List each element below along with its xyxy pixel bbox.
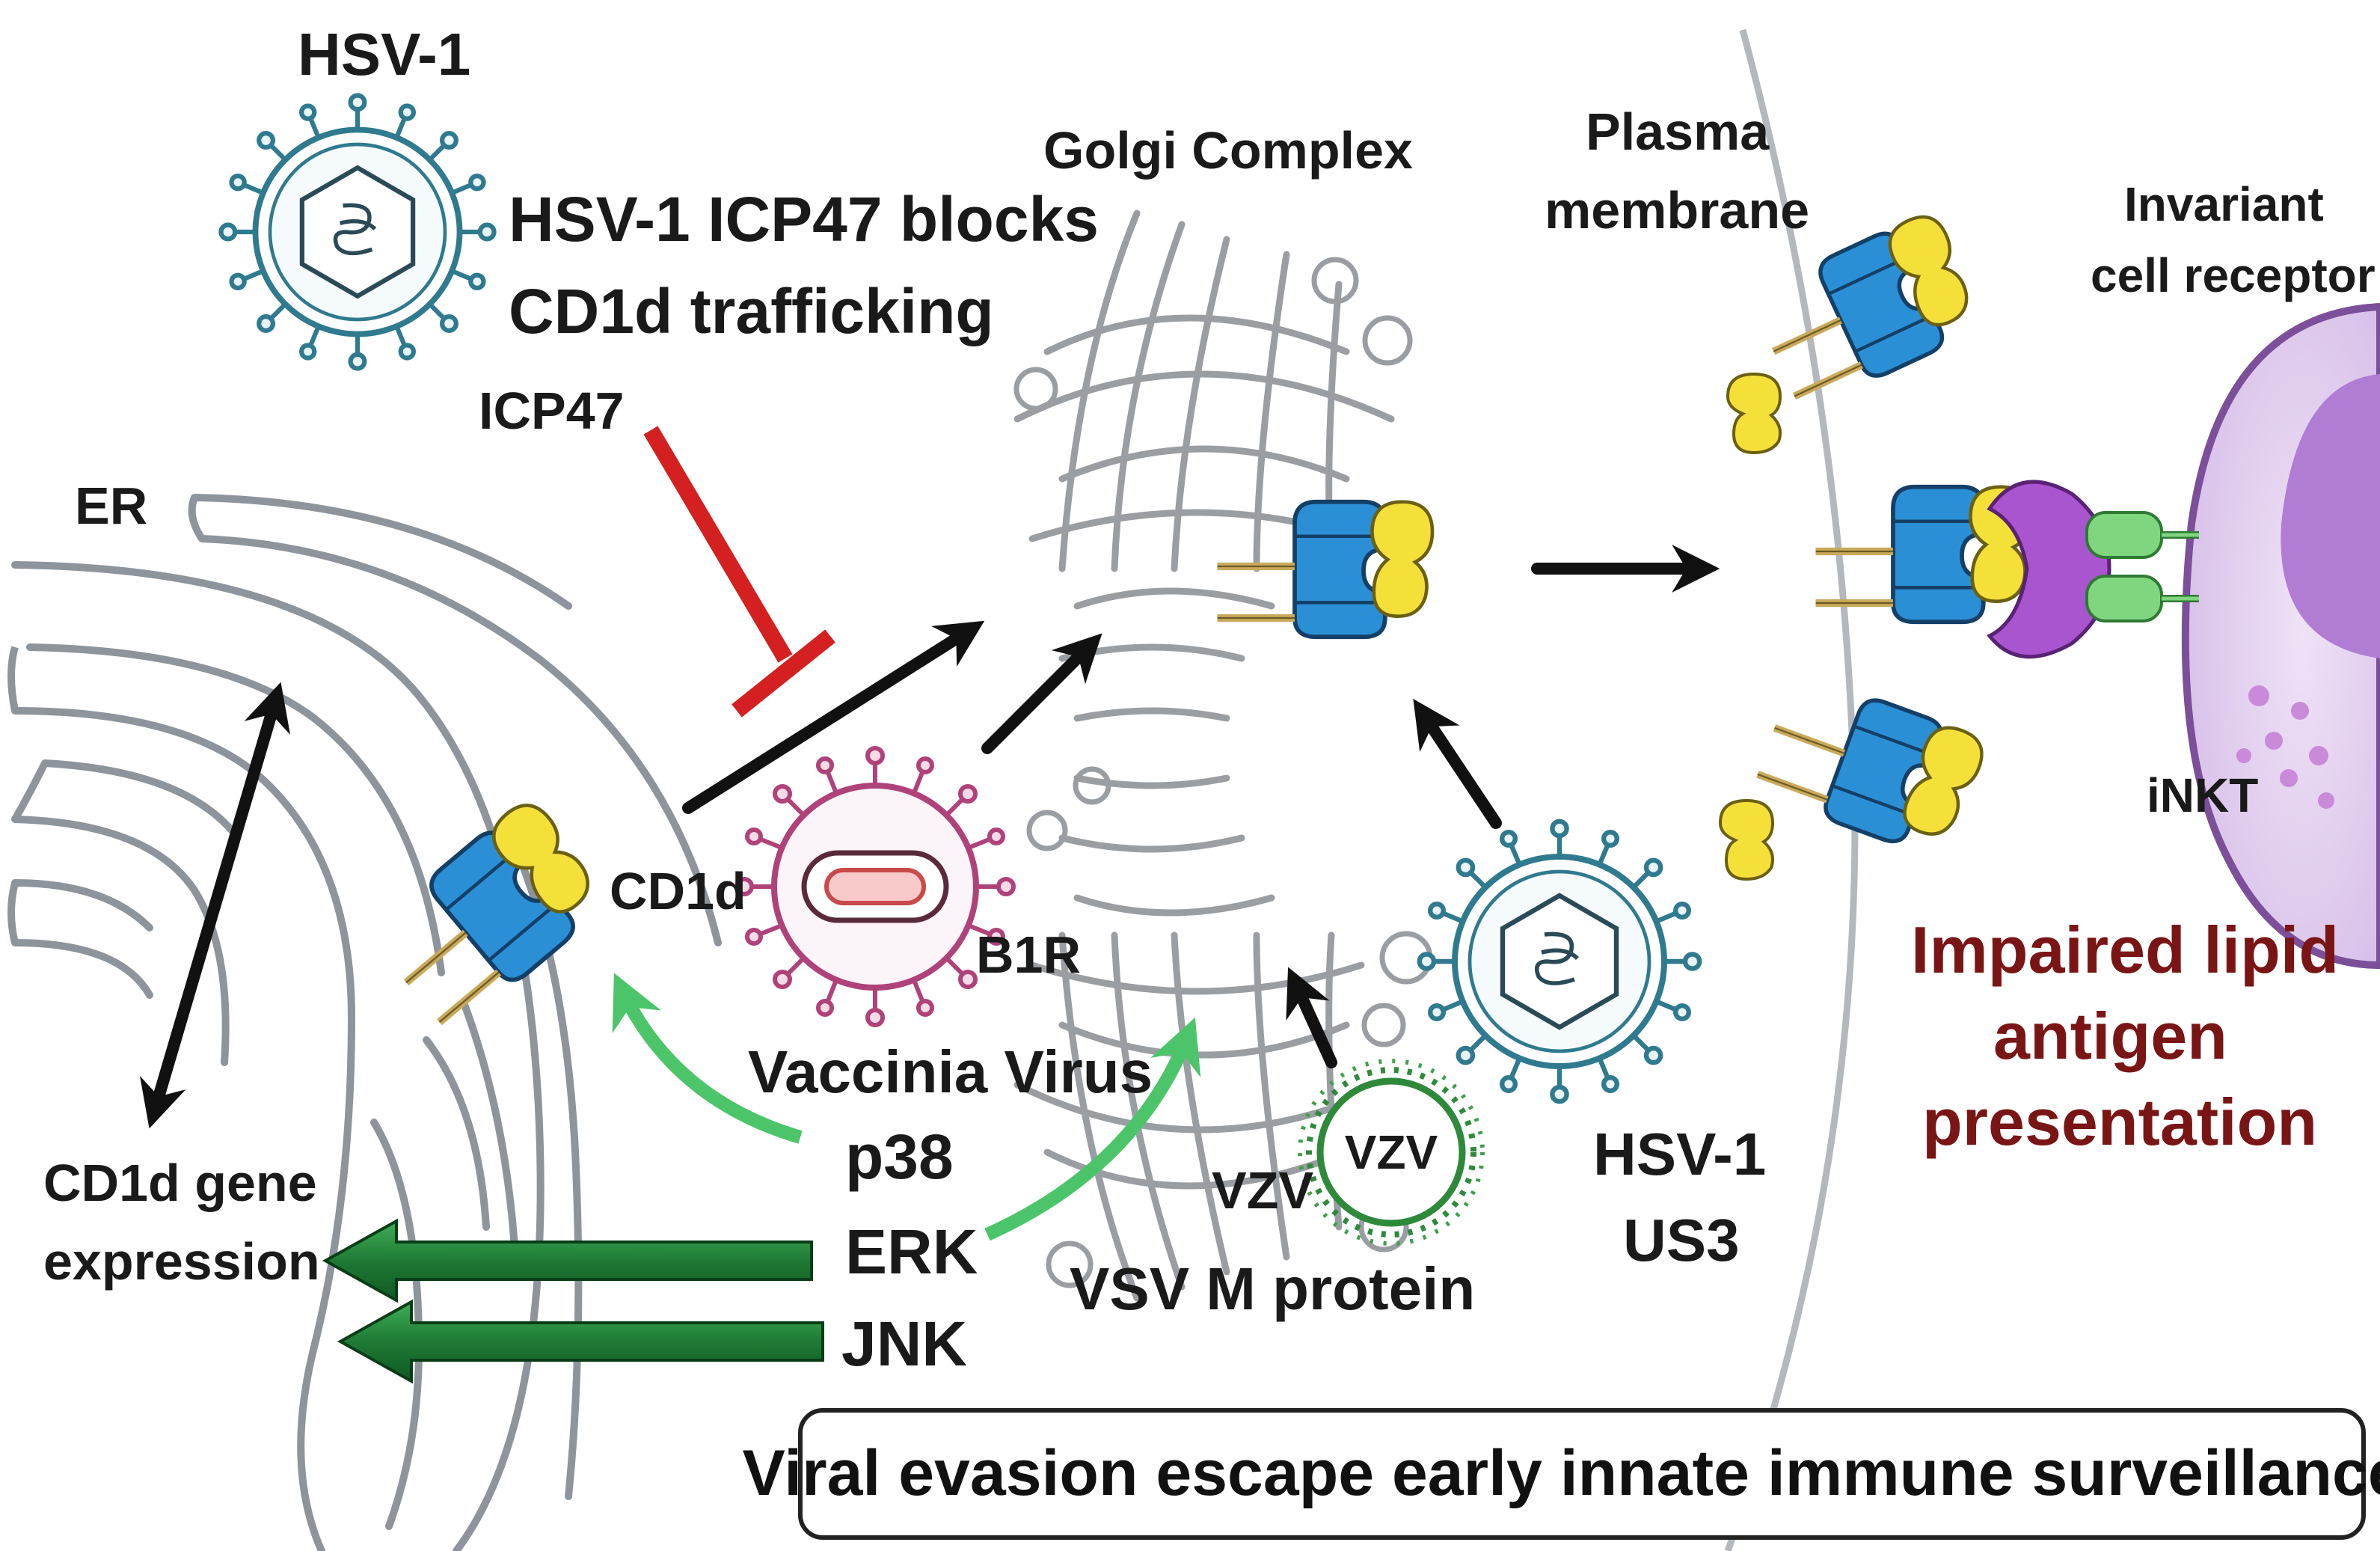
hsv1-top-label: HSV-1 bbox=[298, 21, 470, 88]
signaling-arrows bbox=[612, 973, 1201, 1241]
cd1d-label: CD1d bbox=[610, 862, 746, 920]
icp47-inhibition-symbol bbox=[643, 426, 835, 718]
erk-label: ERK bbox=[845, 1217, 978, 1287]
icp47-blocks-line2: CD1d trafficking bbox=[509, 276, 994, 346]
golgi-vesicles bbox=[1013, 257, 1433, 1288]
plasma-line2: membrane bbox=[1545, 181, 1809, 239]
invariant-line2: cell receptor bbox=[2091, 248, 2376, 302]
vzv-label: VZV bbox=[1212, 1161, 1313, 1220]
jnk-label: JNK bbox=[841, 1309, 967, 1379]
vaccinia-label: Vaccinia Virus bbox=[748, 1038, 1153, 1105]
invariant-tcr bbox=[1987, 480, 2199, 659]
er-lumen-outline bbox=[7, 496, 206, 944]
icp47-label: ICP47 bbox=[479, 382, 625, 440]
er-membranes bbox=[11, 494, 722, 1551]
free-lipid-antigens bbox=[1718, 372, 1782, 881]
banner-text: Viral evasion escape early innate immune… bbox=[742, 1437, 2380, 1509]
cd1d-membrane-bottom bbox=[1752, 670, 1989, 861]
cd1d-gene-line1: CD1d gene bbox=[43, 1154, 317, 1212]
impaired-line2: antigen bbox=[1993, 999, 2227, 1073]
invariant-line1: Invariant bbox=[2124, 177, 2324, 231]
p38-label: p38 bbox=[845, 1122, 954, 1192]
impaired-line3: presentation bbox=[1922, 1085, 2317, 1159]
hsv1-us3-line1: HSV-1 bbox=[1593, 1121, 1766, 1187]
b1r-label: B1R bbox=[976, 926, 1081, 984]
inkt-label: iNKT bbox=[2147, 768, 2258, 822]
plasma-line1: Plasma bbox=[1586, 103, 1770, 161]
inkt-cell bbox=[2181, 302, 2380, 970]
impaired-line1: Impaired lipid bbox=[1911, 913, 2339, 987]
vsv-label: VSV M protein bbox=[1070, 1255, 1475, 1322]
cd1d-gene-line2: expression bbox=[43, 1232, 320, 1291]
gene-expression-arrows bbox=[322, 1218, 824, 1384]
er-label: ER bbox=[75, 477, 147, 535]
conclusion-banner: Viral evasion escape early innate immune… bbox=[742, 1408, 2380, 1540]
icp47-blocks-line1: HSV-1 ICP47 blocks bbox=[509, 184, 1099, 254]
vaccinia-virus bbox=[734, 746, 1016, 1027]
hsv1-virus-top bbox=[221, 95, 494, 368]
hsv1-virus-us3 bbox=[1420, 822, 1699, 1101]
golgi-label: Golgi Complex bbox=[1043, 121, 1413, 180]
trafficking-arrows bbox=[139, 545, 1720, 1129]
hsv1-us3-line2: US3 bbox=[1623, 1207, 1740, 1273]
vzv-virus bbox=[1298, 1059, 1485, 1246]
cd1d-golgi bbox=[1218, 502, 1433, 637]
vzv-badge-label: VZV bbox=[1345, 1125, 1438, 1179]
